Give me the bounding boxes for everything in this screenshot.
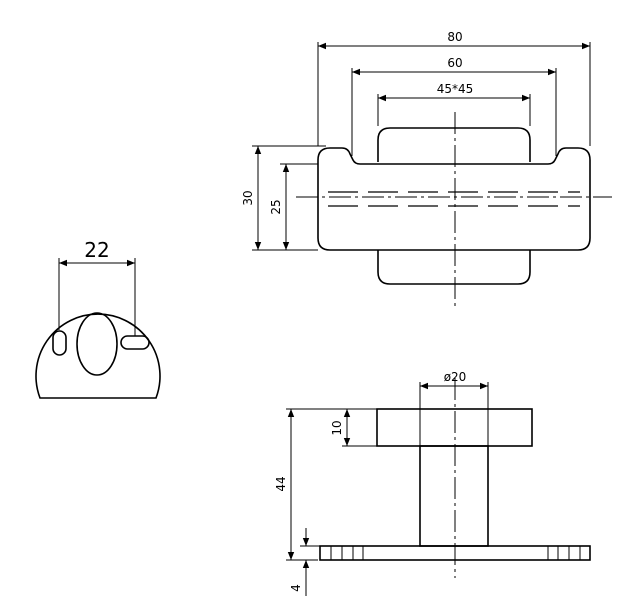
right-slot: [120, 335, 150, 350]
dimension-label-45x45: 45*45: [437, 82, 474, 96]
dimension-label-diameter: ø20: [444, 370, 467, 384]
dimension-label-80: 80: [447, 30, 462, 44]
top-view-body: [317, 147, 591, 251]
top-view-lower-bump: [377, 250, 531, 285]
dimension-label-4: 4: [289, 584, 303, 592]
front-view: ø20 10 44 4: [274, 370, 591, 596]
center-oval-slot: [76, 312, 118, 376]
top-view-upper-bump: [377, 127, 531, 162]
top-view: 80 60 45*45 30 25: [241, 30, 612, 308]
end-view-outline: [35, 313, 161, 399]
dimension-label-30: 30: [241, 190, 255, 205]
end-view: 22: [35, 238, 161, 399]
shaft: [419, 445, 489, 547]
dimension-label-25: 25: [269, 199, 283, 214]
dimension-label-44: 44: [274, 476, 288, 491]
dimension-label-60: 60: [447, 56, 462, 70]
left-slot: [52, 330, 67, 356]
dimension-label-10: 10: [330, 420, 344, 435]
dimension-label-22: 22: [84, 238, 109, 262]
